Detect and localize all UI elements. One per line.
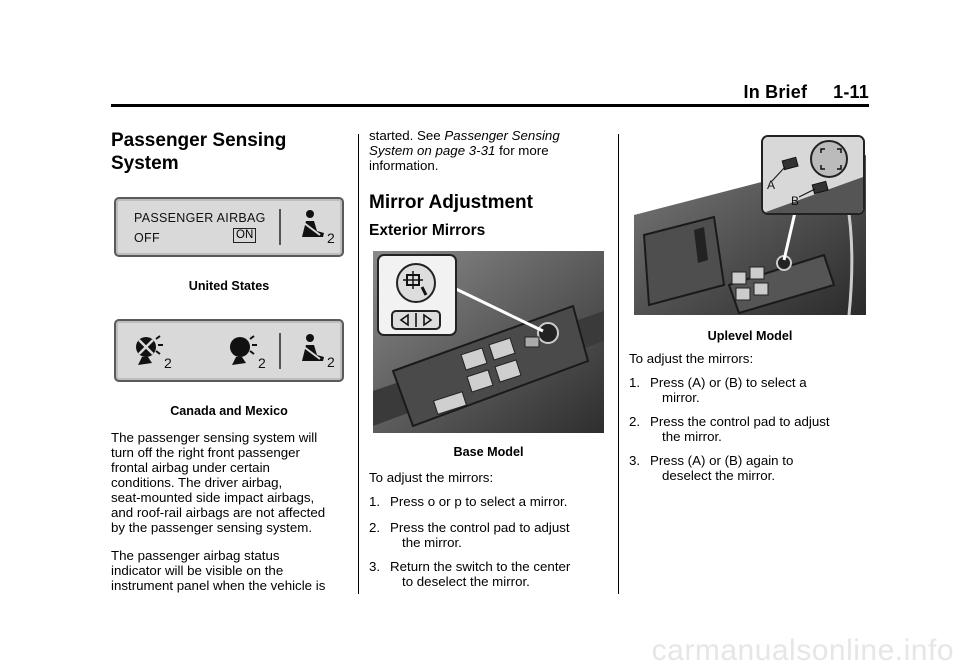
svg-text:2: 2 — [327, 354, 335, 370]
airbag-off-icon: 2 — [136, 335, 172, 371]
uplevel-switch-inset: A B — [761, 135, 865, 215]
left-right-mirror-selector — [391, 310, 441, 330]
page-number: 1-11 — [833, 82, 869, 102]
uplevel-model-mirror-switch-photo: A B — [634, 135, 866, 315]
left-right-arrow-icon — [399, 313, 433, 327]
door-panel-illustration — [373, 251, 604, 433]
airbag-indicator-us: PASSENGER AIRBAG OFF ON 2 — [114, 197, 344, 257]
paragraph-passenger-sensing: The passenger sensing system will turn o… — [111, 430, 326, 535]
mirror-intro-text: To adjust the mirrors: — [369, 470, 494, 485]
uplevel-intro-text: To adjust the mirrors: — [629, 351, 754, 366]
header-rule — [111, 104, 869, 107]
right-mirror-symbol-icon: p — [454, 494, 462, 509]
paragraph-continued: started. See Passenger Sensing System on… — [369, 128, 560, 173]
section-heading: Passenger Sensing System — [111, 130, 287, 174]
svg-text:2: 2 — [164, 355, 172, 371]
caption-united-states: United States — [188, 279, 270, 293]
section-title: In Brief — [743, 82, 808, 102]
subheading-exterior-mirrors: Exterior Mirrors — [369, 222, 486, 239]
cross-reference-page: System on page 3-31 — [369, 143, 496, 158]
page-header: In Brief 1-11 — [111, 82, 869, 104]
base-model-mirror-switch-photo — [373, 251, 604, 433]
cross-reference-link: Passenger Sensing — [444, 128, 560, 143]
airbag-indicator-canada-mexico: 2 2 2 — [114, 319, 344, 382]
uplevel-switch-illustration: A B — [763, 137, 863, 213]
airbag-status-label: PASSENGER AIRBAG — [134, 211, 266, 225]
header-title: In Brief 1-11 — [744, 82, 869, 103]
column-divider-2 — [618, 134, 619, 594]
caption-uplevel-model: Uplevel Model — [707, 329, 793, 343]
callout-a-label: A — [767, 178, 775, 192]
watermark: carmanualsonline.info — [651, 634, 954, 667]
mirror-control-knob — [396, 263, 436, 303]
seatbelt-icon: 2 — [302, 210, 335, 246]
column-divider-1 — [358, 134, 359, 594]
icon-subscript: 2 — [327, 230, 335, 246]
heading-mirror-adjustment: Mirror Adjustment — [369, 192, 533, 213]
airbag-status-on: ON — [233, 228, 257, 243]
svg-text:2: 2 — [258, 355, 266, 371]
caption-base-model: Base Model — [453, 445, 524, 459]
airbag-status-off: OFF — [134, 231, 160, 245]
callout-b-label: B — [791, 194, 799, 208]
caption-canada-mexico: Canada and Mexico — [170, 404, 288, 418]
mirror-switch-inset — [377, 254, 457, 336]
mirror-control-icon — [403, 271, 428, 296]
left-mirror-symbol-icon: o — [427, 494, 436, 509]
airbag-on-icon: 2 — [230, 335, 266, 371]
door-panel-illustration — [634, 154, 866, 315]
panel-divider — [279, 333, 281, 369]
panel-divider — [279, 209, 281, 245]
seatbelt-icon: 2 — [302, 334, 335, 370]
paragraph-status-indicator: The passenger airbag status indicator wi… — [111, 548, 326, 593]
